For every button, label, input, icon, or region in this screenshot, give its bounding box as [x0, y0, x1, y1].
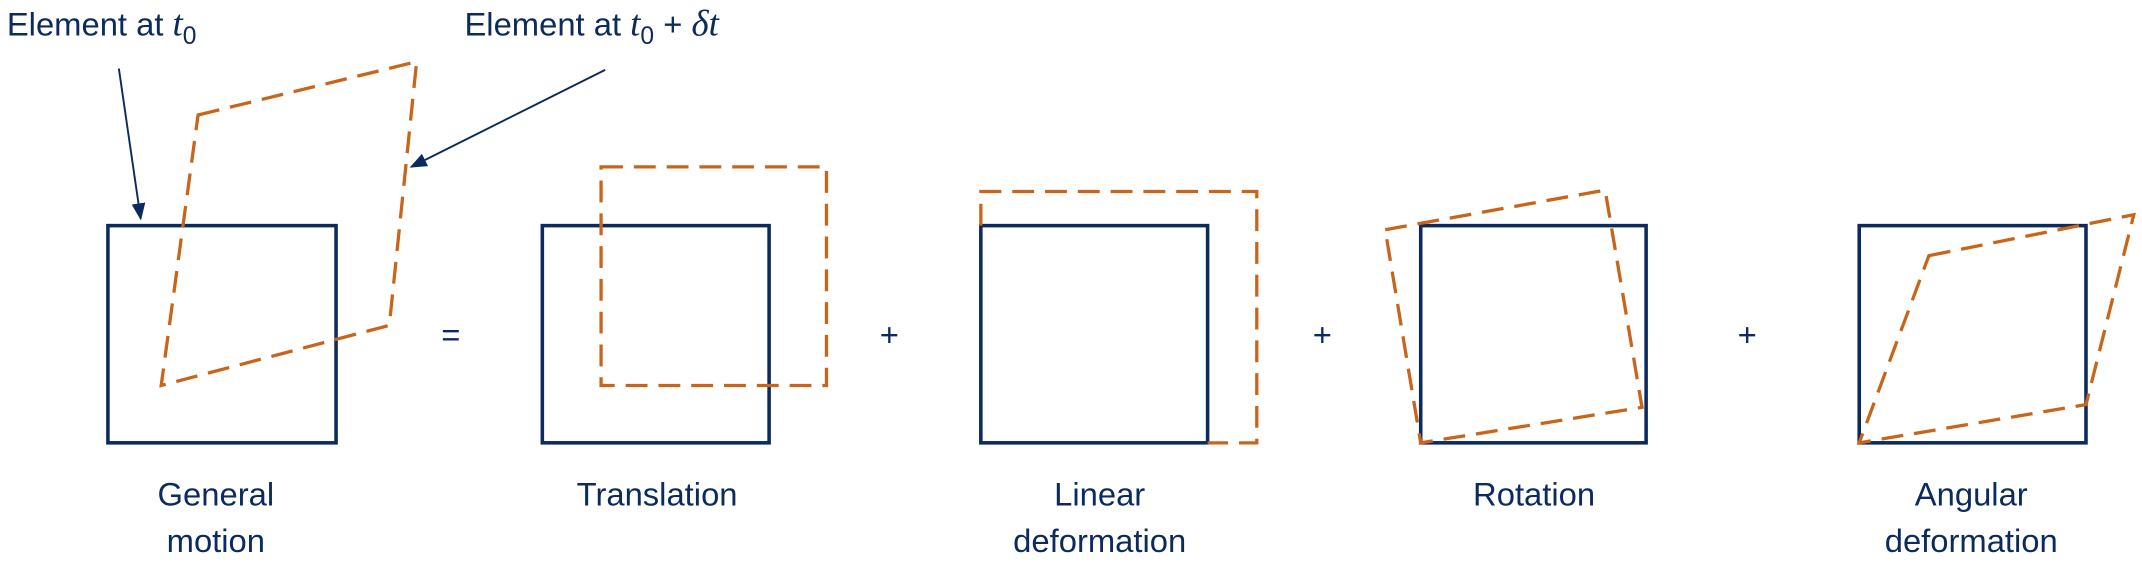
- element-square-angular: [1857, 223, 2088, 445]
- displaced-element-translation: [599, 165, 829, 388]
- label-element-t0: Element at t0: [7, 3, 197, 50]
- equals-sign: =: [441, 316, 460, 353]
- caption-general-line1: General: [158, 476, 275, 513]
- plus-sign: +: [1313, 316, 1332, 353]
- arrow-to-element-t0-dt: [409, 69, 606, 168]
- element-square-rotation: [1418, 223, 1648, 445]
- displaced-element-linear: [979, 189, 1259, 445]
- displaced-element-angular: [1856, 212, 2137, 445]
- label-element-t0-dt: Element at t0 + δt: [464, 3, 719, 50]
- element-square-general: [106, 223, 338, 445]
- caption-linear-line1: Linear: [1054, 476, 1145, 513]
- element-square-linear: [979, 223, 1210, 445]
- plus-sign: +: [1738, 316, 1757, 353]
- caption-rotation: Rotation: [1473, 476, 1595, 513]
- displaced-element-rotation: [1383, 188, 1644, 445]
- caption-translation: Translation: [577, 476, 738, 513]
- element-square-translation: [540, 223, 771, 445]
- arrow-to-element-t0: [117, 68, 146, 221]
- caption-angular-line1: Angular: [1915, 476, 2028, 513]
- displaced-element-general: [159, 59, 419, 388]
- plus-sign: +: [880, 316, 899, 353]
- caption-general-line2: motion: [167, 522, 265, 559]
- caption-angular-line2: deformation: [1885, 522, 2058, 559]
- caption-linear-line2: deformation: [1013, 522, 1186, 559]
